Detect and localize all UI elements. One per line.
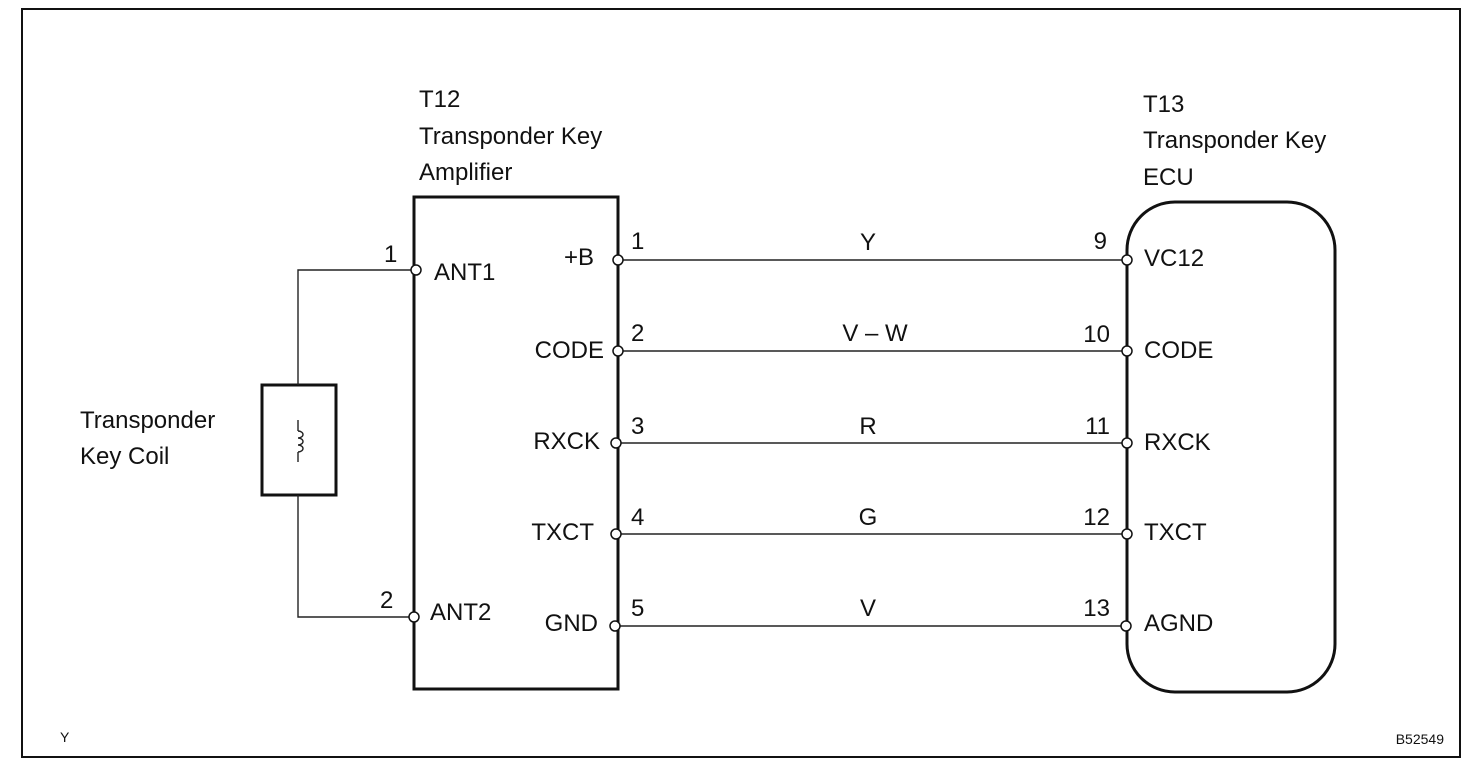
amp-terminal-label: GND [545, 610, 598, 637]
amp-pin [610, 437, 622, 449]
amp-pin-number: 4 [631, 504, 644, 531]
ecu-terminal-label: VC12 [1144, 245, 1204, 272]
ecu-pin-number: 9 [1094, 228, 1107, 255]
amplifier-pin-ant2: 2 ANT2 [380, 587, 491, 626]
wire-color-label: G [859, 504, 878, 531]
amp-pin [612, 345, 624, 357]
coil-box [260, 383, 338, 497]
coil-name-line2: Key Coil [80, 443, 169, 470]
ecu-pin [1121, 345, 1133, 357]
amp-pin [612, 254, 624, 266]
wire-color-label: V [860, 595, 876, 622]
amp-pin [609, 620, 621, 632]
ecu-pin-number: 12 [1083, 504, 1110, 531]
amplifier-pin-ant1: 1 ANT1 [384, 241, 495, 286]
amp-pin-number: 2 [631, 320, 644, 347]
wire-color-label: R [859, 413, 876, 440]
ecu-pin [1121, 254, 1133, 266]
wire-row: GND 5 V 13 AGND [545, 595, 1214, 637]
ecu-name-line1: Transponder Key [1143, 127, 1326, 154]
ecu-terminal-label: RXCK [1144, 429, 1211, 456]
ant2-pin-number: 2 [380, 587, 393, 614]
amp-pin-number: 3 [631, 413, 644, 440]
ecu-id: T13 [1143, 91, 1184, 118]
amplifier-name-line1: Transponder Key [419, 123, 602, 150]
ecu-terminal-label: CODE [1144, 337, 1213, 364]
amp-pin [610, 528, 622, 540]
amp-terminal-label: +B [564, 244, 594, 271]
amplifier-name-line2: Amplifier [419, 159, 512, 186]
footer-left-mark: Y [60, 729, 70, 745]
amp-terminal-label: RXCK [533, 428, 600, 455]
coil-lead-ant1 [297, 269, 414, 385]
wire-row: CODE 2 V – W 10 CODE [535, 320, 1214, 364]
ant2-terminal-label: ANT2 [430, 599, 491, 626]
ecu-pin [1121, 528, 1133, 540]
ecu-pin-number: 10 [1083, 321, 1110, 348]
wire-color-label: Y [860, 229, 876, 256]
coil-name-line1: Transponder [80, 407, 215, 434]
wire-color-label: V – W [842, 320, 908, 347]
wire-row: +B 1 Y 9 VC12 [564, 228, 1204, 272]
ant1-pin-number: 1 [384, 241, 397, 268]
ecu-pin-number: 13 [1083, 595, 1110, 622]
ecu-name-line2: ECU [1143, 164, 1194, 191]
amplifier-id: T12 [419, 86, 460, 113]
coil-inductor-icon [297, 420, 304, 462]
amp-terminal-label: CODE [535, 337, 604, 364]
ecu-terminal-label: TXCT [1144, 519, 1207, 546]
amp-pin-number: 1 [631, 228, 644, 255]
ant1-terminal-label: ANT1 [434, 259, 495, 286]
amp-terminal-label: TXCT [531, 519, 594, 546]
ecu-terminal-label: AGND [1144, 610, 1213, 637]
wire-row: RXCK 3 R 11 RXCK [533, 413, 1210, 456]
amp-pin-number: 5 [631, 595, 644, 622]
diagram-frame [21, 8, 1461, 758]
coil-lead-ant2 [297, 495, 414, 618]
figure-id: B52549 [1396, 731, 1444, 747]
ecu-pin-number: 11 [1085, 413, 1110, 440]
ecu-pin [1121, 437, 1133, 449]
wire-row: TXCT 4 G 12 TXCT [531, 504, 1207, 546]
ecu-pin [1120, 620, 1132, 632]
